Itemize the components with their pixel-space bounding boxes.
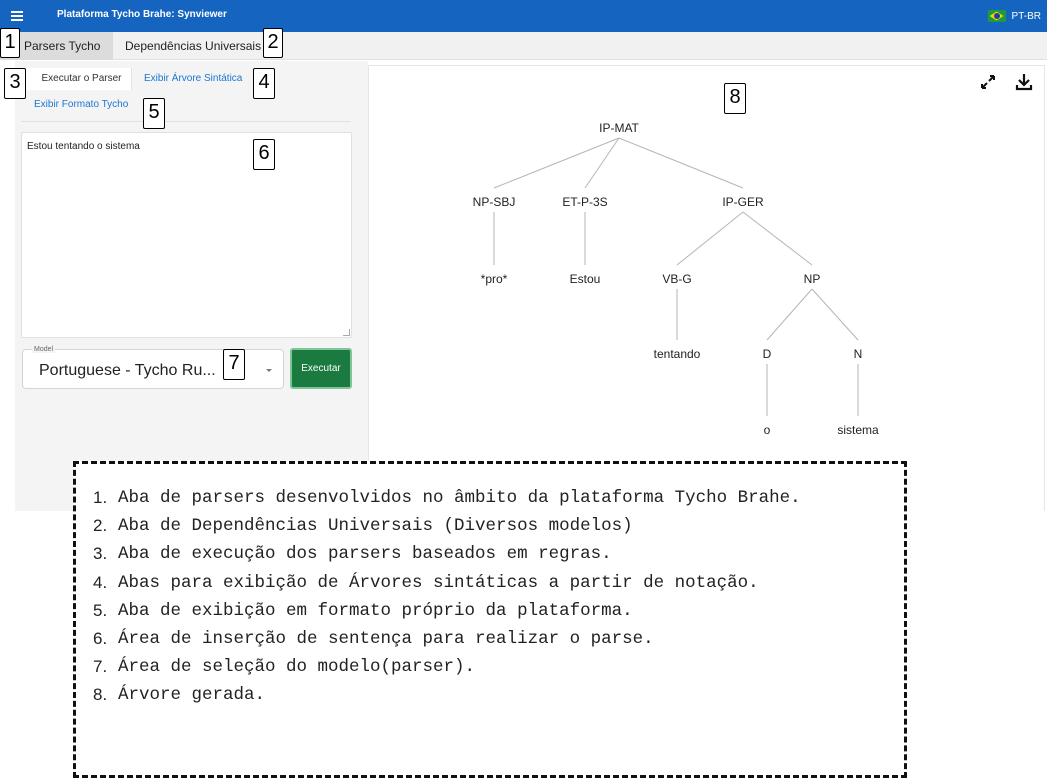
tab-divider	[21, 121, 351, 122]
legend-item: 4.Abas para exibição de Árvores sintátic…	[93, 572, 759, 593]
marker-4: 4	[253, 68, 275, 99]
tree-edge	[676, 211, 744, 266]
tree-node: ET-P-3S	[562, 195, 607, 209]
expand-icon[interactable]	[979, 73, 997, 91]
tab-exibir-formato-tycho[interactable]: Exibir Formato Tycho	[34, 99, 129, 110]
tree-node: NP-SBJ	[473, 195, 516, 209]
tree-edge	[493, 137, 620, 189]
marker-2: 2	[263, 28, 283, 58]
tab-dependencias-universais[interactable]: Dependências Universais	[125, 39, 262, 53]
syntax-tree-panel: IP-MAT NP-SBJ ET-P-3S IP-GER *pro* Estou VB-G N…	[368, 65, 1045, 511]
marker-1: 1	[0, 28, 20, 58]
language-label: PT-BR	[1011, 10, 1041, 22]
tree-node: IP-MAT	[599, 121, 639, 135]
tree-edge	[584, 137, 620, 189]
language-selector[interactable]: PT-BR	[987, 8, 1041, 24]
chevron-down-icon	[266, 369, 272, 372]
tree-node: IP-GER	[722, 195, 764, 209]
menu-icon[interactable]	[8, 5, 30, 27]
marker-7: 7	[223, 349, 245, 380]
download-icon[interactable]	[1015, 72, 1033, 92]
model-label: Model	[32, 346, 56, 353]
main-tabs: Parsers Tycho Dependências Universais	[0, 32, 1047, 60]
marker-5: 5	[143, 98, 165, 129]
tree-edge	[618, 137, 744, 189]
legend-item: 6.Área de inserção de sentença para real…	[93, 629, 654, 650]
legend-item: 8.Árvore gerada.	[93, 685, 266, 706]
syntax-tree: IP-MAT NP-SBJ ET-P-3S IP-GER *pro* Estou VB-G N…	[473, 121, 879, 437]
tree-node: D	[763, 347, 772, 361]
app-bar: Plataforma Tycho Brahe: Synviewer PT-BR	[0, 0, 1047, 32]
marker-6: 6	[253, 139, 275, 170]
parser-panel: Executar o Parser Exibir Árvore Sintátic…	[15, 61, 368, 511]
tab-executar-parser[interactable]: Executar o Parser	[25, 68, 132, 90]
legend-item: 3.Aba de execução dos parsers baseados e…	[93, 544, 612, 565]
legend-item: 1.Aba de parsers desenvolvidos no âmbito…	[93, 488, 801, 508]
tree-node: o	[764, 423, 771, 437]
sentence-input[interactable]: Estou tentando o sistema	[21, 132, 352, 338]
brazil-flag-icon	[987, 10, 1006, 22]
tree-node: *pro*	[481, 272, 508, 286]
marker-8: 8	[724, 83, 746, 114]
tree-node: tentando	[654, 347, 701, 361]
resize-handle-icon[interactable]	[343, 329, 350, 336]
tree-node: sistema	[837, 423, 879, 437]
tree-node: Estou	[570, 272, 601, 286]
tree-edge	[811, 288, 859, 341]
tree-node: N	[854, 347, 863, 361]
legend-list: 1.Aba de parsers desenvolvidos no âmbito…	[93, 484, 893, 710]
tree-edge	[742, 211, 813, 266]
tree-node: NP	[804, 272, 821, 286]
tab-exibir-arvore[interactable]: Exibir Árvore Sintática	[144, 73, 243, 84]
legend-item: 2.Aba de Dependências Universais (Divers…	[93, 516, 633, 537]
legend-item: 5.Aba de exibição em formato próprio da …	[93, 600, 633, 621]
legend-item: 7.Área de seleção do modelo(parser).	[93, 657, 476, 678]
tree-edge	[766, 288, 813, 341]
run-button[interactable]: Executar	[290, 348, 352, 389]
app-title: Plataforma Tycho Brahe: Synviewer	[57, 9, 227, 20]
model-selected-value: Portuguese - Tycho Ru...	[39, 362, 216, 379]
tree-node: VB-G	[662, 272, 691, 286]
legend-box: 1.Aba de parsers desenvolvidos no âmbito…	[73, 461, 907, 778]
marker-3: 3	[4, 68, 26, 99]
